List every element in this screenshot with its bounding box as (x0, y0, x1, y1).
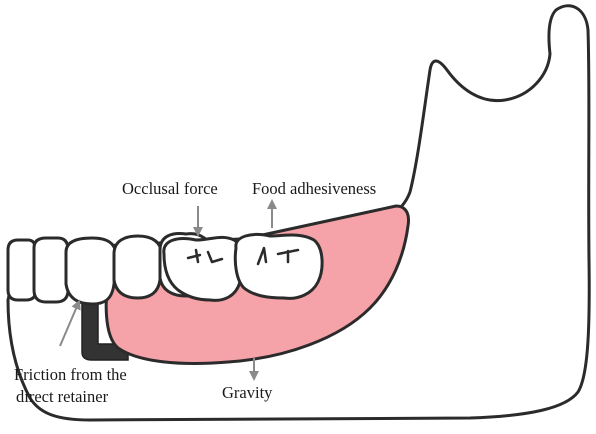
label-gravity: Gravity (222, 383, 273, 402)
molar-2-groove (256, 246, 300, 266)
friction-arrow (59, 299, 81, 347)
premolar-tooth-1 (112, 234, 164, 300)
label-occlusal-force: Occlusal force (122, 179, 218, 198)
abutment-tooth (64, 236, 118, 306)
label-friction-line2: direct retainer (16, 387, 109, 406)
label-friction-line1: Friction from the (14, 365, 127, 384)
incisor-tooth-2 (32, 236, 70, 304)
incisor-tooth-1 (6, 238, 38, 302)
molar-1-groove (186, 248, 224, 264)
molar-tooth-2 (233, 233, 324, 300)
label-food-adhesiveness: Food adhesiveness (252, 179, 376, 198)
